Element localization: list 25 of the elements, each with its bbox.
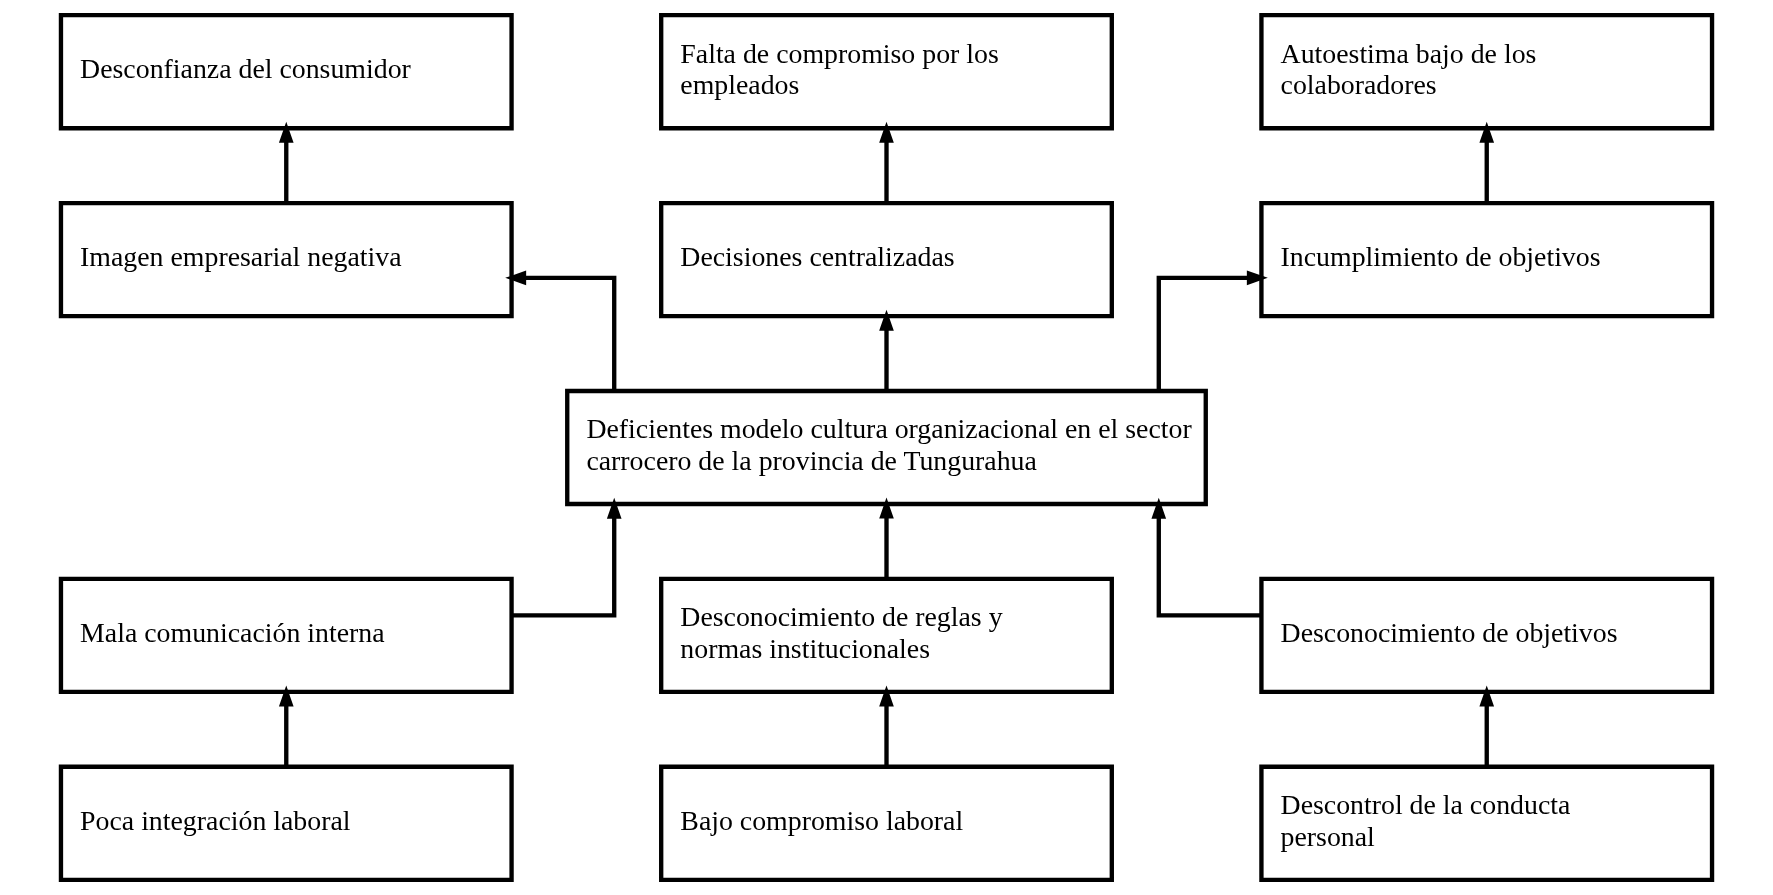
arrow <box>505 270 617 391</box>
node-box: Imagen empresarial negativa <box>58 200 514 319</box>
arrow <box>1479 685 1495 767</box>
node-box: Falta de compromiso por los empleados <box>659 13 1114 131</box>
node-box: Incumplimiento de objetivos <box>1259 200 1715 319</box>
node-box: Poca integración laboral <box>58 764 514 882</box>
node-box: Descontrol de la conducta personal <box>1259 764 1715 882</box>
arrow <box>1151 497 1262 618</box>
node-box: Deficientes modelo cultura organizacional en el sector carrocero de la provincia de Tungurahua <box>565 388 1208 507</box>
arrow <box>278 685 294 767</box>
arrow <box>1479 121 1495 203</box>
node-box: Bajo compromiso laboral <box>659 764 1114 882</box>
arrow <box>511 497 622 618</box>
arrow <box>879 309 894 391</box>
node-box: Desconocimiento de reglas y normas institucionales <box>659 576 1114 695</box>
node-box: Autoestima bajo de los colaboradores <box>1259 13 1715 131</box>
arrow <box>879 685 894 767</box>
node-box: Decisiones centralizadas <box>659 200 1114 319</box>
arrow <box>879 497 894 579</box>
node-box: Desconocimiento de objetivos <box>1259 576 1715 695</box>
arrow <box>1156 270 1268 391</box>
node-box: Desconfianza del consumidor <box>58 13 514 131</box>
node-box: Mala comunicación interna <box>58 576 514 695</box>
arrow <box>879 121 894 203</box>
arrow <box>278 121 294 203</box>
